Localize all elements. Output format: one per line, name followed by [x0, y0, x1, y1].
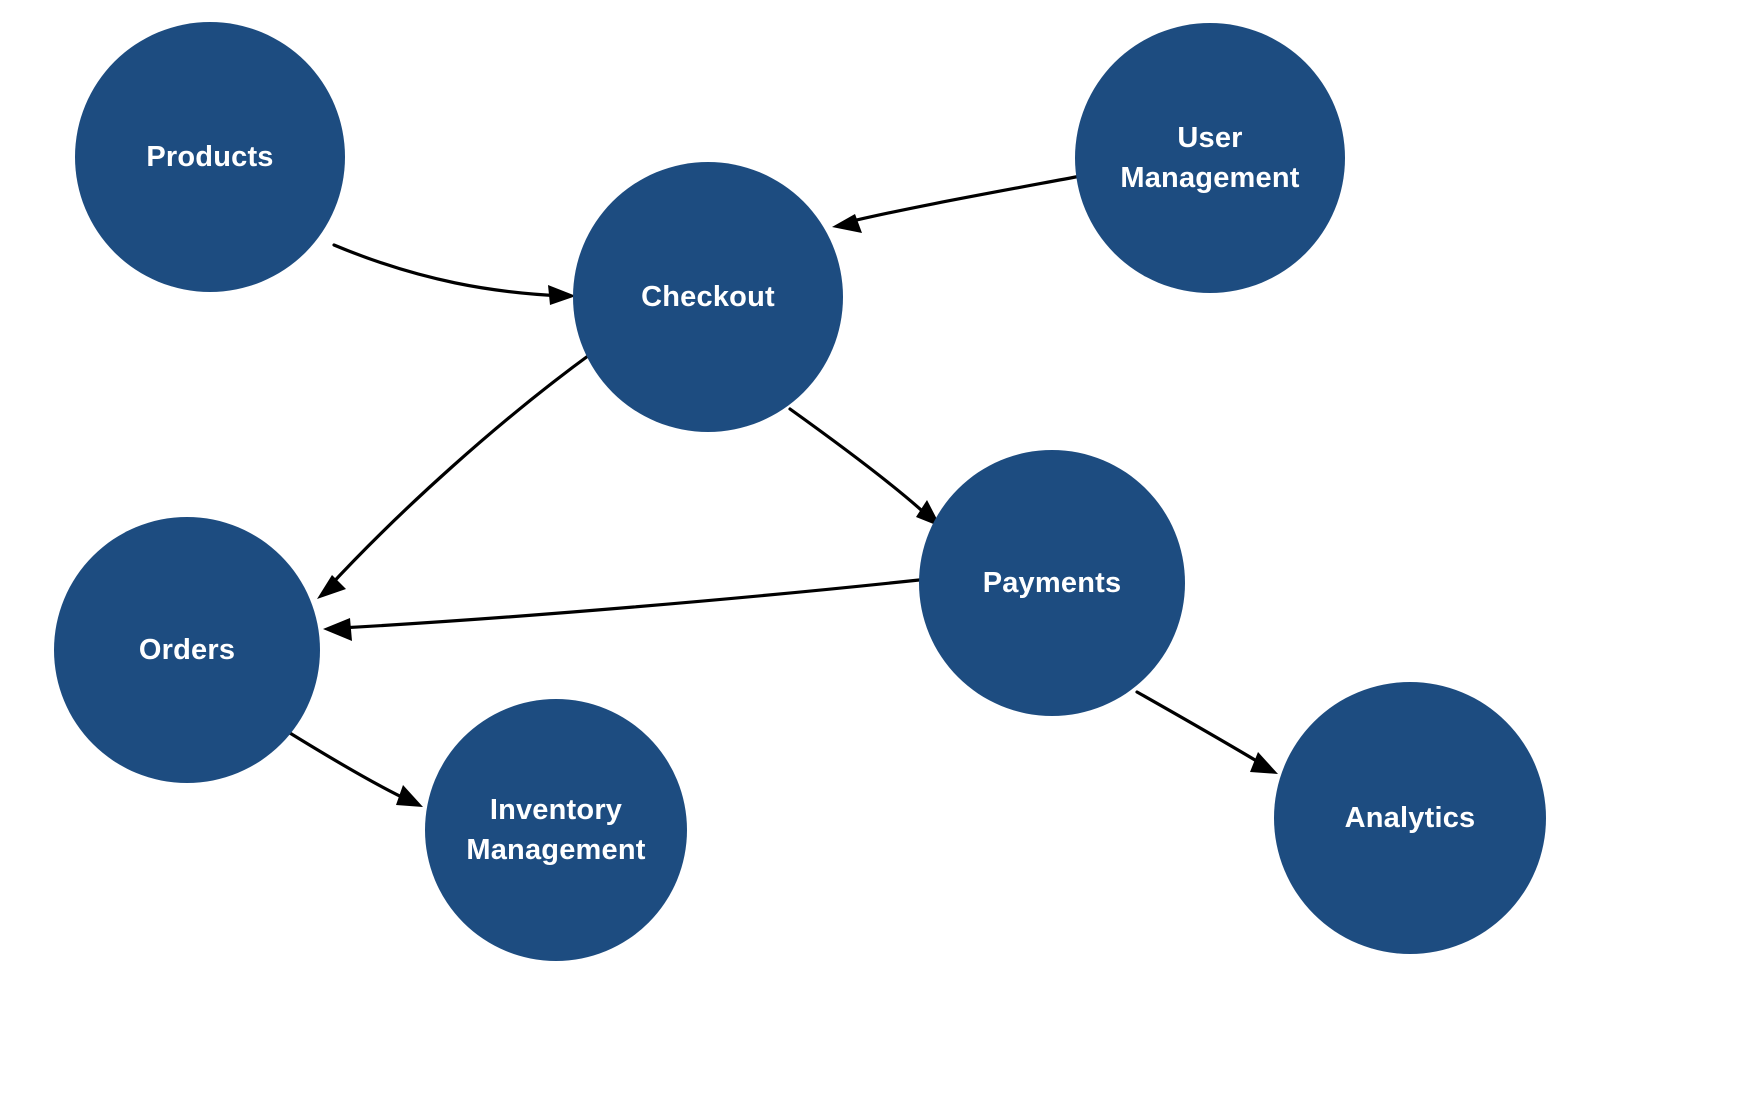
arrowhead-payments-to-orders	[323, 618, 352, 641]
arrowhead-checkout-to-orders	[317, 575, 346, 599]
edge-orders-to-inventory-management	[283, 728, 423, 807]
node-analytics[interactable]: Analytics	[1274, 682, 1546, 954]
node-user-management-label: User Management	[1120, 121, 1300, 194]
arrowhead-payments-to-analytics	[1250, 752, 1278, 774]
node-products-label: Products	[146, 140, 274, 173]
node-payments-label: Payments	[982, 566, 1122, 599]
node-orders[interactable]: Orders	[54, 517, 320, 783]
node-inventory-management[interactable]: Inventory Management	[425, 699, 687, 961]
edge-checkout-to-orders	[317, 351, 594, 599]
node-payments[interactable]: Payments	[919, 450, 1185, 716]
edge-payments-to-orders	[323, 578, 921, 641]
edge-user-management-to-checkout	[832, 174, 1083, 233]
node-analytics-label: Analytics	[1344, 801, 1476, 834]
node-checkout[interactable]: Checkout	[573, 162, 843, 432]
arrowhead-products-to-checkout	[548, 285, 576, 305]
node-orders-label: Orders	[138, 633, 236, 666]
arrowhead-user-management-to-checkout	[832, 214, 862, 233]
arrowhead-orders-to-inventory-management	[396, 785, 423, 807]
node-products[interactable]: Products	[75, 22, 345, 292]
edge-payments-to-analytics	[1135, 690, 1278, 774]
node-inventory-management-label: Inventory Management	[466, 793, 646, 866]
node-user-management[interactable]: User Management	[1075, 23, 1345, 293]
node-checkout-label: Checkout	[641, 280, 775, 313]
edge-products-to-checkout	[332, 243, 576, 305]
